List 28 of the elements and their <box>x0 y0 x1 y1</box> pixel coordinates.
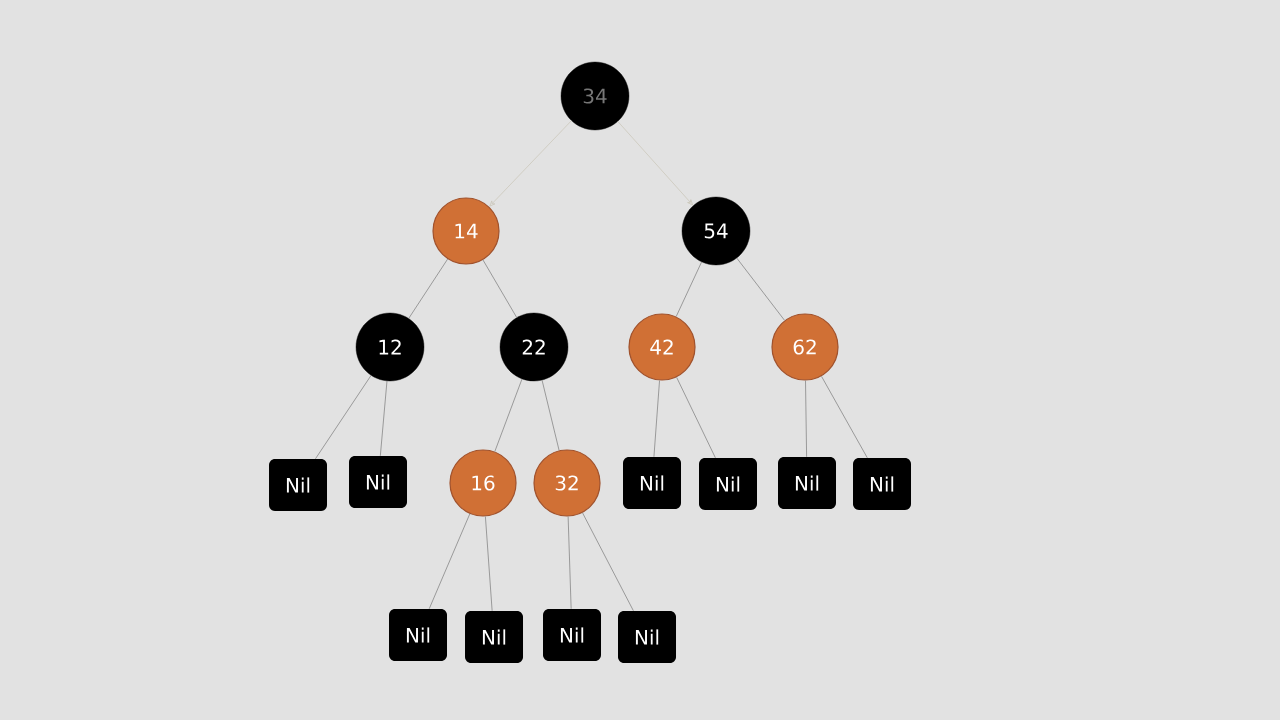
nil-leaf-box: Nil <box>853 458 911 510</box>
connector-line <box>428 513 471 610</box>
nil-leaf-box: Nil <box>349 456 407 508</box>
connector-line <box>582 512 634 612</box>
nil-leaf-box: Nil <box>623 457 681 509</box>
connector-line <box>482 259 518 318</box>
nil-leaf-box: Nil <box>465 611 523 663</box>
arrow <box>617 121 693 206</box>
nil-leaf-box: Nil <box>699 458 757 510</box>
connector-line <box>485 516 493 612</box>
connector-line <box>315 375 372 460</box>
connector-line <box>541 379 560 451</box>
connector-line <box>653 380 660 458</box>
nil-leaf-box: Nil <box>269 459 327 511</box>
connector-line <box>821 375 868 459</box>
arrow <box>489 120 572 207</box>
connector-line <box>380 380 388 457</box>
nil-leaf-box: Nil <box>543 609 601 661</box>
nil-leaf-box: Nil <box>618 611 676 663</box>
connector-line <box>805 380 807 458</box>
connector-line <box>567 516 572 610</box>
connector-line <box>494 378 523 452</box>
connector-line <box>736 257 785 321</box>
nil-leaf-box: Nil <box>389 609 447 661</box>
connector-line <box>408 258 448 319</box>
connector-line <box>675 261 702 317</box>
connector-line <box>676 376 716 459</box>
nil-leaf-box: Nil <box>778 457 836 509</box>
